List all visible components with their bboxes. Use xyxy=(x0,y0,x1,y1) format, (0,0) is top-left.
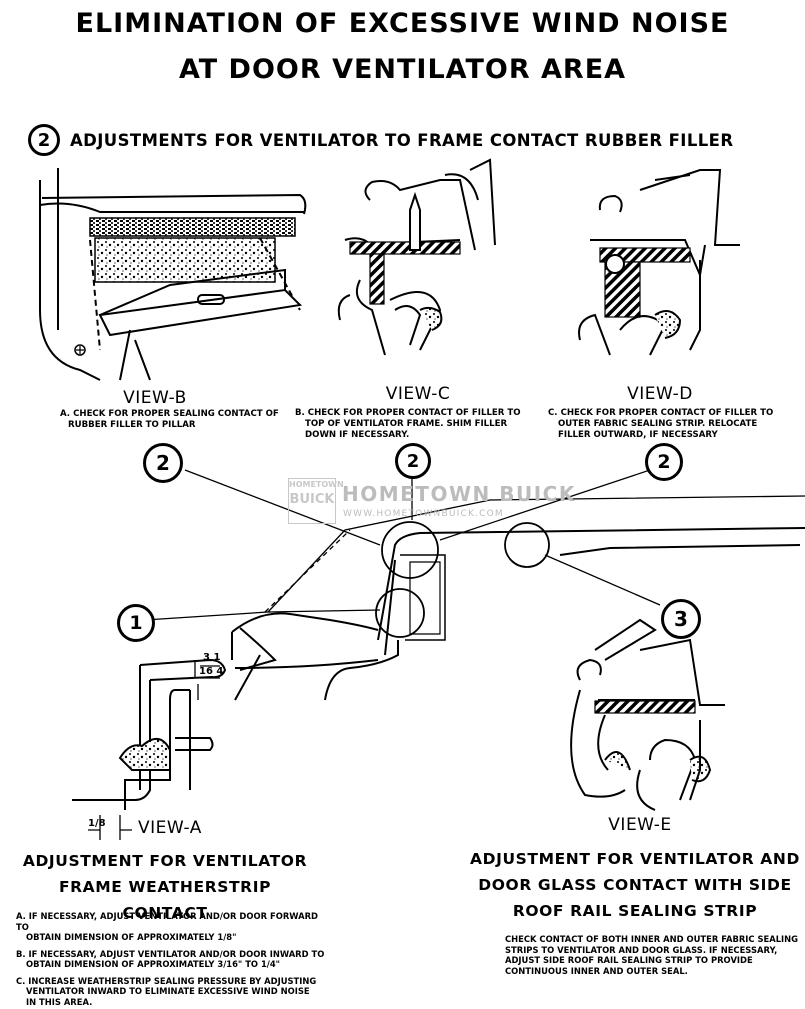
view-b-drawing xyxy=(39,168,307,381)
view-a-label: VIEW-A xyxy=(138,818,202,838)
car-body-outline xyxy=(144,469,805,701)
callout-3: 3 xyxy=(661,599,701,639)
watermark-url: WWW.HOMETOWNBUICK.COM xyxy=(343,509,504,519)
watermark-logo-top: HOMETOWN xyxy=(289,480,344,489)
watermark-logo: HOMETOWN BUICK xyxy=(288,478,344,524)
section-number-circle: 2 xyxy=(28,124,60,156)
view-d-drawing xyxy=(578,169,740,356)
view-d-caption-line: FILLER OUTWARD, IF NECESSARY xyxy=(558,430,718,440)
view-c-caption-line: TOP OF VENTILATOR FRAME. SHIM FILLER xyxy=(305,419,508,429)
view-b-caption-line: A. CHECK FOR PROPER SEALING CONTACT OF xyxy=(60,409,279,419)
view-a-drawing xyxy=(72,658,227,840)
left-note-line: IN THIS AREA. xyxy=(26,996,93,1007)
left-note-line: OBTAIN DIMENSION OF APPROXIMATELY 3/16" … xyxy=(26,959,281,969)
left-notes: A. IF NECESSARY, ADJUST VENTILATOR AND/O… xyxy=(16,911,326,1007)
callout-2-center: 2 xyxy=(395,443,431,479)
left-heading: ADJUSTMENT FOR VENTILATOR FRAME WEATHERS… xyxy=(15,848,315,926)
right-notes: CHECK CONTACT OF BOTH INNER AND OUTER FA… xyxy=(505,934,800,976)
right-heading-line-1: ADJUSTMENT FOR VENTILATOR AND xyxy=(470,850,800,868)
section-header: 2 ADJUSTMENTS FOR VENTILATOR TO FRAME CO… xyxy=(28,124,733,156)
view-d-caption: C. CHECK FOR PROPER CONTACT OF FILLER TO… xyxy=(548,408,773,441)
view-b-caption: A. CHECK FOR PROPER SEALING CONTACT OF R… xyxy=(60,409,279,431)
left-note-b: B. IF NECESSARY, ADJUST VENTILATOR AND/O… xyxy=(16,949,326,970)
view-a-dim-fraction: 1/8 xyxy=(88,818,106,829)
right-note-line: CONTINUOUS INNER AND OUTER SEAL. xyxy=(505,965,688,976)
left-heading-line-2: FRAME WEATHERSTRIP CONTACT xyxy=(58,878,272,922)
right-note-line: ADJUST SIDE ROOF RAIL SEALING STRIP TO P… xyxy=(505,955,753,965)
view-c-caption-line: B. CHECK FOR PROPER CONTACT OF FILLER TO xyxy=(295,408,521,418)
page-title-line-1: ELIMINATION OF EXCESSIVE WIND NOISE xyxy=(75,8,730,39)
callout-2-left: 2 xyxy=(143,443,183,483)
view-b-caption-line: RUBBER FILLER TO PILLAR xyxy=(68,420,196,430)
view-a-dim-bottom: 16 4 xyxy=(199,666,224,677)
view-e-label: VIEW-E xyxy=(608,815,672,835)
page-title-line-2: AT DOOR VENTILATOR AREA xyxy=(178,54,627,85)
view-c-drawing xyxy=(337,158,496,356)
right-heading-line-3: ROOF RAIL SEALING STRIP xyxy=(512,902,758,920)
callout-1: 1 xyxy=(117,604,155,642)
left-note-line: OBTAIN DIMENSION OF APPROXIMATELY 1/8" xyxy=(26,932,237,942)
callout-2-right: 2 xyxy=(645,443,683,481)
right-note-line: STRIPS TO VENTILATOR AND DOOR GLASS. IF … xyxy=(505,944,778,955)
left-note-c: C. INCREASE WEATHERSTRIP SEALING PRESSUR… xyxy=(16,976,326,1008)
right-note-line: CHECK CONTACT OF BOTH INNER AND OUTER FA… xyxy=(505,934,799,944)
watermark-logo-bottom: BUICK xyxy=(289,492,335,507)
view-b-label: VIEW-B xyxy=(123,388,187,408)
left-note-line: C. INCREASE WEATHERSTRIP SEALING PRESSUR… xyxy=(16,975,317,986)
view-c-caption: B. CHECK FOR PROPER CONTACT OF FILLER TO… xyxy=(295,408,521,441)
view-d-caption-line: C. CHECK FOR PROPER CONTACT OF FILLER TO xyxy=(548,408,774,418)
view-a-dim-top: 3 1 xyxy=(203,652,221,663)
right-heading-line-2: DOOR GLASS CONTACT WITH SIDE xyxy=(478,876,792,894)
left-note-line: VENTILATOR INWARD TO ELIMINATE EXCESSIVE… xyxy=(26,986,310,996)
view-c-label: VIEW-C xyxy=(385,384,451,404)
right-heading: ADJUSTMENT FOR VENTILATOR AND DOOR GLASS… xyxy=(470,846,800,924)
left-heading-line-1: ADJUSTMENT FOR VENTILATOR xyxy=(22,852,308,870)
left-note-line: A. IF NECESSARY, ADJUST VENTILATOR AND/O… xyxy=(16,911,319,932)
section-title: ADJUSTMENTS FOR VENTILATOR TO FRAME CONT… xyxy=(70,130,734,150)
left-note-a: A. IF NECESSARY, ADJUST VENTILATOR AND/O… xyxy=(16,911,326,943)
view-d-caption-line: OUTER FABRIC SEALING STRIP. RELOCATE xyxy=(558,419,758,429)
view-e-drawing xyxy=(570,618,725,811)
left-note-line: B. IF NECESSARY, ADJUST VENTILATOR AND/O… xyxy=(16,948,325,959)
watermark-brand: HOMETOWN BUICK xyxy=(342,482,576,506)
view-d-label: VIEW-D xyxy=(627,384,693,404)
view-c-caption-line: DOWN IF NECESSARY. xyxy=(305,430,410,440)
